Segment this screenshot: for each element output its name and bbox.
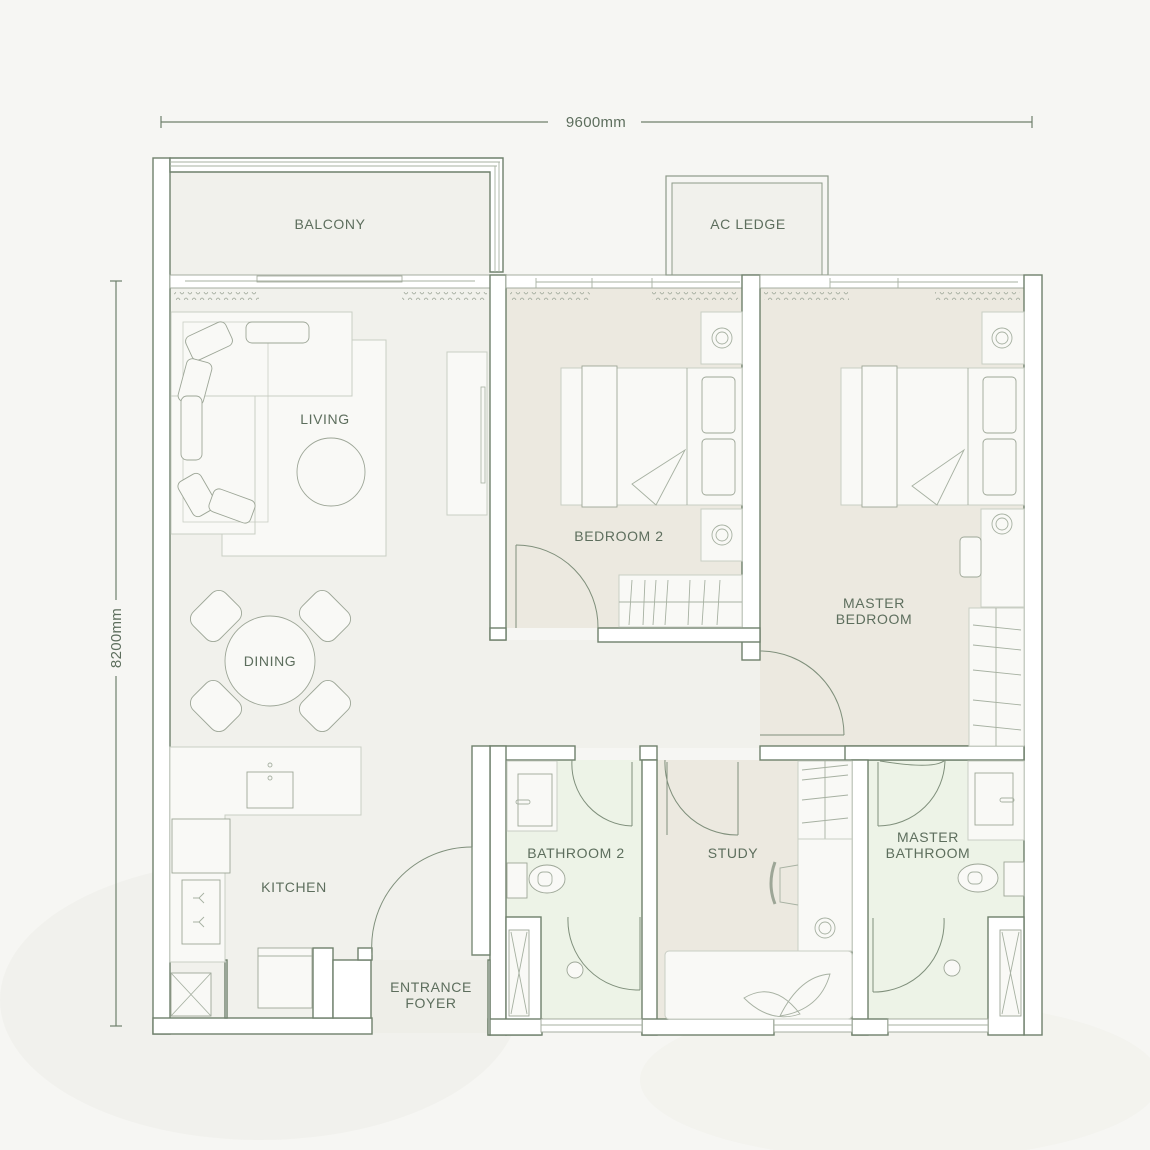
room-label-balcony: BALCONY <box>294 216 365 232</box>
master-bedroom-furniture <box>840 311 1025 747</box>
room-label-bathroom2: BATHROOM 2 <box>527 845 625 861</box>
room-label-master-bedroom-line2: BEDROOM <box>836 611 913 627</box>
room-label-foyer-line1: ENTRANCE <box>390 979 472 995</box>
width-dimension: 9600mm <box>160 114 1033 131</box>
room-label-study: STUDY <box>708 845 759 861</box>
bedroom2-furniture <box>560 311 743 628</box>
height-dimension: 8200mm <box>108 280 125 1027</box>
room-label-master-bathroom-line1: MASTER <box>897 829 959 845</box>
room-label-ac-ledge: AC LEDGE <box>710 216 786 232</box>
kitchen-fixtures: KITCHEN <box>169 746 362 1017</box>
master-bathroom-fixtures <box>872 759 1025 1017</box>
study-furniture <box>664 759 853 1020</box>
bedroom2-door[interactable] <box>515 544 599 629</box>
bathroom2-fixtures <box>506 759 641 1017</box>
room-label-kitchen: KITCHEN <box>261 879 327 895</box>
room-label-master-bedroom-line1: MASTER <box>843 595 905 611</box>
entrance-door[interactable] <box>371 846 473 956</box>
width-dimension-label: 9600mm <box>566 114 626 131</box>
room-label-foyer-line2: FOYER <box>405 995 456 1011</box>
curtains <box>174 292 1020 300</box>
room-label-living: LIVING <box>300 411 350 427</box>
dining-table: DINING <box>189 589 352 733</box>
height-dimension-label: 8200mm <box>108 608 125 668</box>
room-label-bedroom2: BEDROOM 2 <box>574 528 663 544</box>
master-bedroom-door[interactable] <box>759 650 845 736</box>
room-label-master-bathroom-line2: BATHROOM <box>886 845 971 861</box>
room-label-dining: DINING <box>244 653 297 669</box>
living-furniture: LIVING <box>170 311 488 557</box>
